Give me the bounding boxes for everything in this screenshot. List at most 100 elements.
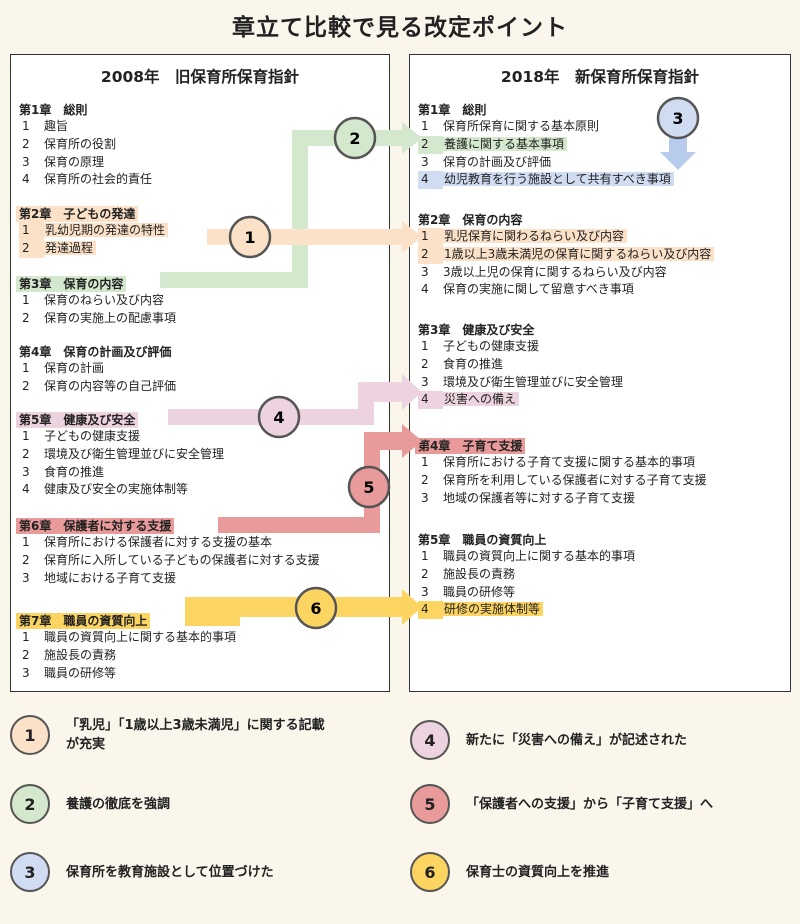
legend-item-6: 6 保育士の資質向上を推進 bbox=[410, 849, 609, 895]
marker-4-label: 4 bbox=[273, 408, 284, 427]
legend-marker: 5 bbox=[410, 784, 450, 824]
marker-5: 5 bbox=[347, 465, 391, 509]
marker-6-label: 6 bbox=[310, 599, 321, 618]
legend-item-2: 2 養護の徹底を強調 bbox=[10, 781, 170, 827]
legend-text: 保育所を教育施設として位置づけた bbox=[66, 864, 274, 880]
chapter-title: 第3章 健康及び安全 bbox=[418, 323, 535, 337]
chapter-title: 第5章 健康及び安全 bbox=[16, 412, 139, 428]
arrow-3 bbox=[660, 132, 696, 170]
chapter-title: 第5章 職員の資質向上 bbox=[418, 533, 547, 547]
legend-text: 保育士の資質向上を推進 bbox=[466, 864, 610, 880]
chapter-title: 第4章 保育の計画及び評価 bbox=[19, 345, 172, 359]
legend-marker: 2 bbox=[10, 784, 50, 824]
chapter-title: 第2章 保育の内容 bbox=[418, 213, 523, 227]
legend-text: 養護の徹底を強調 bbox=[66, 796, 171, 812]
marker-1-label: 1 bbox=[244, 228, 255, 247]
marker-2: 2 bbox=[333, 116, 377, 160]
legend-item-4: 4 新たに「災害への備え」が記述された bbox=[410, 717, 687, 763]
legend-marker: 1 bbox=[10, 715, 50, 755]
chapter-title: 第7章 職員の資質向上 bbox=[16, 613, 151, 629]
legend-item-5: 5 「保護者への支援」から「子育て支援」へ bbox=[410, 781, 713, 827]
legend-item-3: 3 保育所を教育施設として位置づけた bbox=[10, 849, 274, 895]
legend-text: 新たに「災害への備え」が記述された bbox=[466, 732, 688, 748]
chapter-title: 第6章 保護者に対する支援 bbox=[16, 518, 175, 534]
marker-3: 3 bbox=[656, 96, 700, 140]
chapter-title: 第3章 保育の内容 bbox=[16, 276, 127, 292]
chapter-title: 第1章 総則 bbox=[418, 103, 487, 117]
arrow-4 bbox=[168, 374, 422, 425]
chapter-title: 第2章 子どもの発達 bbox=[16, 206, 139, 222]
legend-marker: 6 bbox=[410, 852, 450, 892]
marker-5-label: 5 bbox=[363, 478, 374, 497]
arrow-2 bbox=[160, 122, 422, 288]
chapter-title: 第4章 子育て支援 bbox=[415, 438, 526, 454]
legend-text: 「保護者への支援」から「子育て支援」へ bbox=[466, 796, 714, 812]
legend-item-1: 1 「乳児」「1歳以上3歳未満児」に関する記載 が充実 bbox=[10, 712, 325, 758]
new-panel-heading: 2018年 新保育所保育指針 bbox=[500, 68, 700, 86]
marker-3-label: 3 bbox=[672, 109, 683, 128]
page-title: 章立て比較で見る改定ポイント bbox=[232, 15, 568, 41]
marker-6: 6 bbox=[294, 586, 338, 630]
legend-marker: 3 bbox=[10, 852, 50, 892]
legend-text: 「乳児」「1歳以上3歳未満児」に関する記載 が充実 bbox=[66, 718, 325, 752]
arrow-5 bbox=[218, 424, 422, 533]
chapter-title: 第1章 総則 bbox=[19, 103, 88, 117]
marker-2-label: 2 bbox=[349, 129, 360, 148]
marker-4: 4 bbox=[257, 395, 301, 439]
old-panel-heading: 2008年 旧保育所保育指針 bbox=[100, 68, 300, 86]
legend-marker: 4 bbox=[410, 720, 450, 760]
